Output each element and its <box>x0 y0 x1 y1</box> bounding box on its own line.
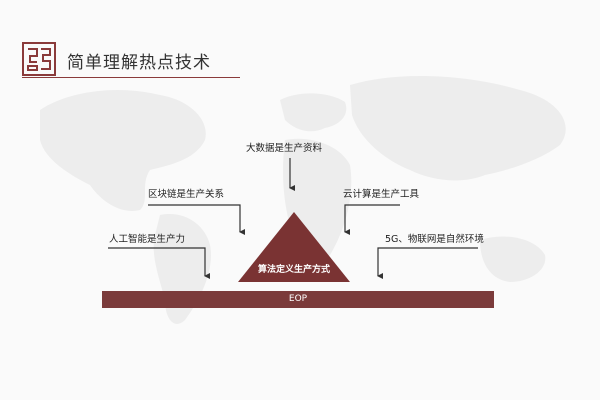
right-upper-connector <box>344 204 400 235</box>
header: 简单理解热点技术 <box>22 40 252 80</box>
base-label: EOP <box>288 294 308 304</box>
eop-base-bar <box>102 291 494 308</box>
top-label: 大数据是生产资料 <box>246 143 323 154</box>
left-upper-connector <box>148 204 245 235</box>
right-lower-label: 5G、物联网是自然环境 <box>385 234 484 245</box>
seal-logo-icon <box>22 42 56 76</box>
pyramid-triangle <box>238 212 350 282</box>
triangle-label: 算法定义生产方式 <box>257 265 330 275</box>
page-title: 简单理解热点技术 <box>67 53 211 73</box>
left-lower-connector <box>108 247 210 279</box>
right-lower-connector <box>377 247 478 279</box>
left-lower-label: 人工智能是生产力 <box>109 234 186 245</box>
left-upper-label: 区块链是生产关系 <box>148 189 225 200</box>
title-divider <box>22 77 240 78</box>
right-upper-label: 云计算是生产工具 <box>343 189 420 200</box>
